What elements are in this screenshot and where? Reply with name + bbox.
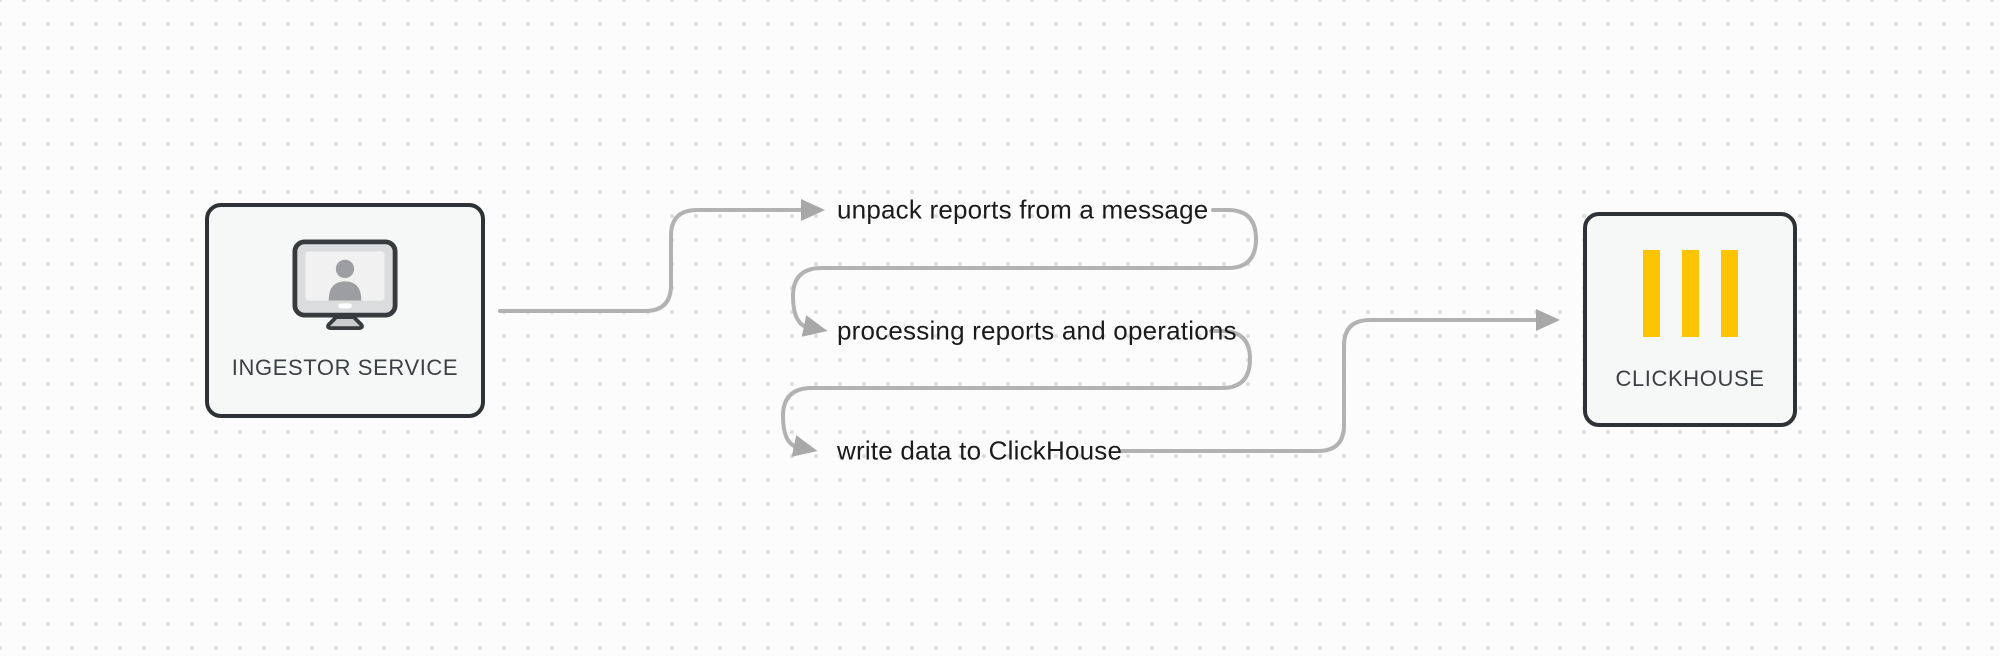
step-label-processing-reports: processing reports and operations <box>837 315 1237 346</box>
step-label-write-data: write data to ClickHouse <box>837 435 1123 466</box>
wire-step1-to-step2 <box>791 208 1258 329</box>
node-ingestor-service: INGESTOR SERVICE <box>205 203 485 418</box>
arrowhead-step2-icon <box>801 315 828 337</box>
clickhouse-label: CLICKHOUSE <box>1615 366 1765 391</box>
clickhouse-bars-icon <box>1642 250 1738 337</box>
clickhouse-bar <box>1642 250 1660 337</box>
arrowhead-step1-icon <box>801 199 825 221</box>
monitor-user-icon <box>292 239 398 330</box>
wire-step3-to-clickhouse <box>1120 318 1538 453</box>
step-label-unpack-reports: unpack reports from a message <box>837 194 1209 225</box>
clickhouse-bar <box>1681 250 1699 337</box>
clickhouse-bar <box>1720 250 1738 337</box>
arrowhead-step3-icon <box>791 435 818 457</box>
wire-ingestor-to-step1 <box>498 208 805 313</box>
node-clickhouse: CLICKHOUSE <box>1583 212 1797 427</box>
wire-step2-to-step3 <box>781 329 1252 449</box>
arrowhead-clickhouse-icon <box>1536 309 1560 331</box>
ingestor-service-label: INGESTOR SERVICE <box>231 354 459 380</box>
